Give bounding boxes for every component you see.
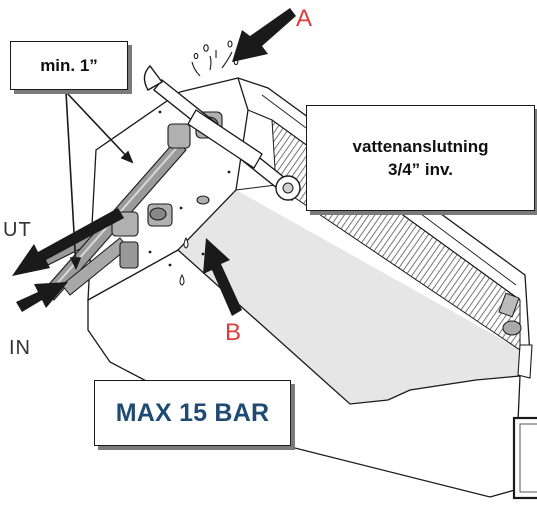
- valve-assembly: [111, 111, 223, 269]
- min-length-callout: min. 1”: [10, 41, 128, 90]
- label-ut: UT: [3, 219, 32, 241]
- max-pressure-callout: MAX 15 BAR: [94, 380, 291, 446]
- water-connection-callout: vattenanslutning 3/4” inv.: [306, 105, 535, 211]
- arrow-ut: [12, 208, 124, 276]
- arrow-in: [16, 282, 68, 312]
- wrench: [143, 64, 301, 201]
- drips: [179, 236, 189, 286]
- water-splash: [191, 40, 239, 77]
- label-b: B: [225, 319, 242, 346]
- arrow-a: [232, 8, 296, 62]
- label-a: A: [296, 5, 313, 32]
- label-in: IN: [9, 337, 31, 359]
- arrow-b: [203, 238, 242, 316]
